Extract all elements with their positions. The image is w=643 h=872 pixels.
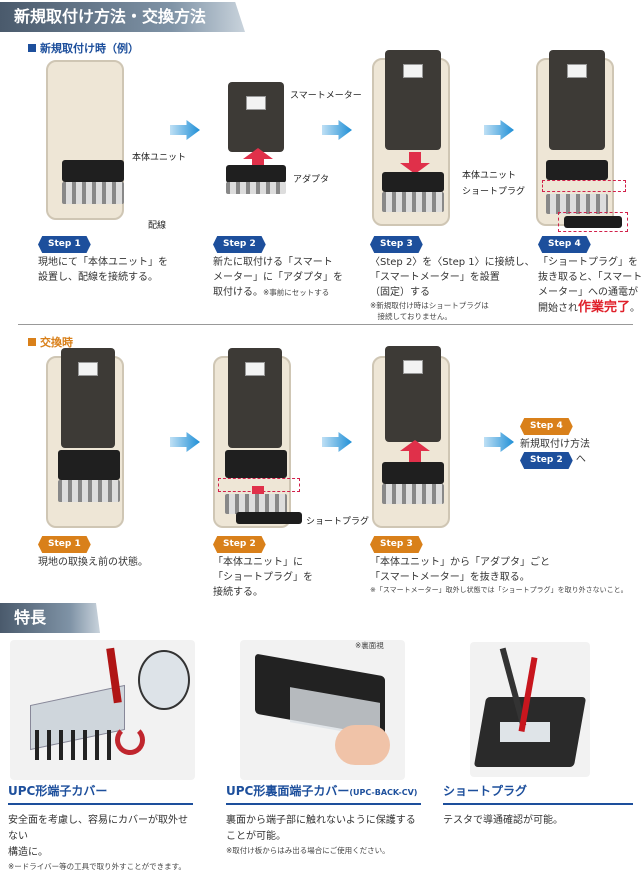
section-title-text: 新規取付け時（例） <box>40 42 139 55</box>
new-step-1: Step 1 現地にて「本体ユニット」を 設置し、配線を接続する。 <box>38 236 168 285</box>
feature-title: UPC形裏面端子カバー <box>226 784 350 798</box>
step-text: 取付ける。 <box>213 287 263 298</box>
step-note: ※「スマートメーター」取外し状態では「ショートプラグ」を取り外さないこと。 <box>370 586 628 594</box>
divider <box>18 324 633 325</box>
photo-upc-back-cover <box>240 640 405 780</box>
step-text: 「スマートメーター」を抜き取る。 <box>370 572 530 583</box>
step-text: 接続する。 <box>213 587 263 598</box>
step-badge: Step 4 <box>520 418 573 435</box>
arrow-right-icon <box>484 432 514 452</box>
step-text: メーター」への通電が <box>538 287 638 298</box>
step-badge: Step 1 <box>38 236 91 253</box>
section-title-text: 交換時 <box>40 336 73 349</box>
photo-upc-terminal-cover <box>10 640 195 780</box>
callout-short-plug-replace: ショートプラグ <box>306 517 370 527</box>
work-complete-emphasis: 作業完了 <box>578 300 631 315</box>
feature-note: ※ードライバー等の工具で取り外すことができます。 <box>8 862 186 871</box>
step-text: へ <box>575 454 586 465</box>
feature-short-plug: ショートプラグ テスタで導通確認が可能。 <box>443 782 633 829</box>
replace-step-2: Step 2 「本体ユニット」に 「ショートプラグ」を 接続する。 <box>213 536 313 600</box>
step-text: メーター」に「アダプタ」を <box>213 272 343 283</box>
callout-wiring: 配線 <box>148 221 167 231</box>
new-step-3: Step 3 〈Step 2〉を〈Step 1〉に接続し、 「スマートメーター」… <box>370 236 535 322</box>
section-header-install: 新規取付け方法・交換方法 <box>0 2 245 32</box>
replace-step-3: Step 3 「本体ユニット」から「アダプタ」ごと 「スマートメーター」を抜き取… <box>370 536 640 596</box>
section-header-features: 特長 <box>0 603 100 633</box>
step-text: 「ショートプラグ」を <box>538 257 638 268</box>
step-badge: Step 1 <box>38 536 91 553</box>
step-text: 「スマートメーター」を設置 <box>370 272 500 283</box>
step-text: 新たに取付ける「スマート <box>213 257 333 268</box>
feature-text: ことが可能。 <box>226 831 286 842</box>
step-text: （固定）する <box>370 287 430 298</box>
callout-smart-meter: スマートメーター <box>290 91 362 101</box>
step-text: 新規取付け方法 <box>520 439 590 450</box>
feature-text: 安全面を考慮し、容易にカバーが取外せない <box>8 815 188 842</box>
step-text: 「本体ユニット」から「アダプタ」ごと <box>370 557 550 568</box>
step-text: 。 <box>630 303 641 314</box>
step-text: 「ショートプラグ」を <box>213 572 313 583</box>
new-step-2: Step 2 新たに取付ける「スマート メーター」に「アダプタ」を 取付ける。※… <box>213 236 343 300</box>
arrow-right-icon <box>170 120 200 140</box>
callout-body-unit-2: 本体ユニット <box>462 171 517 181</box>
replace-step-4: Step 4 新規取付け方法 Step 2 へ <box>520 418 590 471</box>
step-badge: Step 3 <box>370 536 423 553</box>
arrow-right-icon <box>170 432 200 452</box>
step-badge: Step 4 <box>538 236 591 253</box>
new-step-4: Step 4 「ショートプラグ」を 抜き取ると、「スマート メーター」への通電が… <box>538 236 642 316</box>
step-badge: Step 3 <box>370 236 423 253</box>
feature-title: UPC形端子カバー <box>8 782 193 805</box>
feature-text: テスタで導通確認が可能。 <box>443 815 563 826</box>
feature-text: 構造に。 <box>8 847 48 858</box>
step-text: 設置し、配線を接続する。 <box>38 272 158 283</box>
feature-note: ※取付け板からはみ出る場合にご使用ください。 <box>226 846 390 855</box>
step-text: 〈Step 2〉を〈Step 1〉に接続し、 <box>370 257 535 268</box>
step-text: 抜き取ると、「スマート <box>538 272 643 283</box>
callout-adapter: アダプタ <box>293 175 330 185</box>
callout-body-unit: 本体ユニット <box>132 153 187 163</box>
arrow-right-icon <box>322 120 352 140</box>
step-badge: Step 2 <box>213 536 266 553</box>
feature-text: 裏面から端子部に触れないように保護する <box>226 815 416 826</box>
step-text: 現地にて「本体ユニット」を <box>38 257 168 268</box>
step-text: 開始され <box>538 303 578 314</box>
step-text: 「本体ユニット」に <box>213 557 303 568</box>
section-title-replace: 交換時 <box>28 334 73 350</box>
feature-upc-back-cover: UPC形裏面端子カバー(UPC-BACK-CV) 裏面から端子部に触れないように… <box>226 782 421 856</box>
step-note: ※新規取付け時はショートプラグは <box>370 301 489 310</box>
arrow-right-icon <box>484 120 514 140</box>
feature-upc-terminal-cover: UPC形端子カバー 安全面を考慮し、容易にカバーが取外せない構造に。 ※ードライ… <box>8 782 193 872</box>
step2-link-badge[interactable]: Step 2 <box>520 452 573 469</box>
feature-model: (UPC-BACK-CV) <box>349 788 418 797</box>
section-title-new: 新規取付け時（例） <box>28 40 139 56</box>
callout-short-plug: ショートプラグ <box>462 187 526 197</box>
photo-short-plug <box>470 642 590 777</box>
arrow-right-icon <box>322 432 352 452</box>
feature-title: ショートプラグ <box>443 782 633 805</box>
step-note: 接続しておりません。 <box>370 312 452 321</box>
step-text: 現地の取換え前の状態。 <box>38 557 148 568</box>
step-badge: Step 2 <box>213 236 266 253</box>
replace-step-1: Step 1 現地の取換え前の状態。 <box>38 536 148 570</box>
step-note: ※事前にセットする <box>263 288 330 297</box>
back-view-caption: ※裏面視 <box>355 641 384 650</box>
